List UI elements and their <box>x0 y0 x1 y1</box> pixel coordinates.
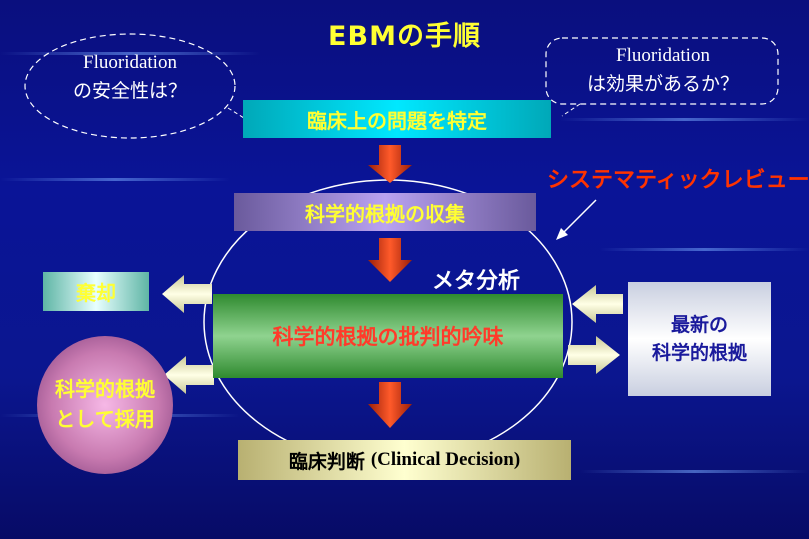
background-streak <box>0 52 260 55</box>
down-arrow-icon <box>368 382 412 428</box>
latest-evidence-box: 最新の 科学的根拠 <box>628 282 771 396</box>
background-streak <box>600 248 809 251</box>
left-arrow-icon <box>572 285 623 323</box>
systematic-review-label: システマティックレビュー <box>547 168 809 193</box>
right-bubble: Fluoridation は効果があるか？ <box>548 45 778 96</box>
background-streak <box>560 118 809 121</box>
right-bubble-line2: は効果があるか？ <box>586 73 739 95</box>
discard-box: 棄却 <box>43 272 149 311</box>
step-collect-evidence: 科学的根拠の収集 <box>234 193 536 231</box>
left-arrow-icon <box>164 356 214 394</box>
right-bubble-outline <box>545 37 779 105</box>
left-bubble-outline <box>24 33 236 139</box>
left-arrow-icon <box>162 275 212 313</box>
step-clinical-decision: 臨床判断 (Clinical Decision) <box>238 440 571 480</box>
left-bubble-line2: の安全性は？ <box>72 80 187 102</box>
background-streak <box>580 470 809 473</box>
down-arrow-icon <box>368 238 412 282</box>
step-critical-appraisal: 科学的根拠の批判的吟味 <box>213 294 563 378</box>
meta-analysis-label: メタ分析 <box>432 269 521 294</box>
left-bubble: Fluoridation の安全性は？ <box>30 52 230 103</box>
clinical-decision-ja: 臨床判断 <box>288 450 365 473</box>
background-streak <box>0 178 230 181</box>
adopt-label: 科学的根拠 として採用 <box>37 374 173 434</box>
down-arrow-icon <box>368 145 412 183</box>
pointer-arrowhead-icon <box>556 228 568 240</box>
step-identify-problem: 臨床上の問題を特定 <box>243 100 551 138</box>
right-arrow-icon <box>568 336 620 374</box>
right-bubble-line1: Fluoridation <box>616 45 710 66</box>
adopt-line2: として採用 <box>55 407 155 431</box>
pointer-line <box>562 199 597 234</box>
adopt-line1: 科学的根拠 <box>55 377 155 401</box>
left-bubble-tail <box>227 107 245 119</box>
page-title: EBMの手順 <box>328 21 481 52</box>
clinical-decision-en: (Clinical Decision) <box>370 449 521 470</box>
left-bubble-line1: Fluoridation <box>83 52 177 73</box>
adopt-circle <box>37 336 173 474</box>
right-bubble-tail <box>561 103 581 117</box>
latest-line1: 最新の <box>670 314 728 336</box>
latest-line2: 科学的根拠 <box>651 342 747 364</box>
